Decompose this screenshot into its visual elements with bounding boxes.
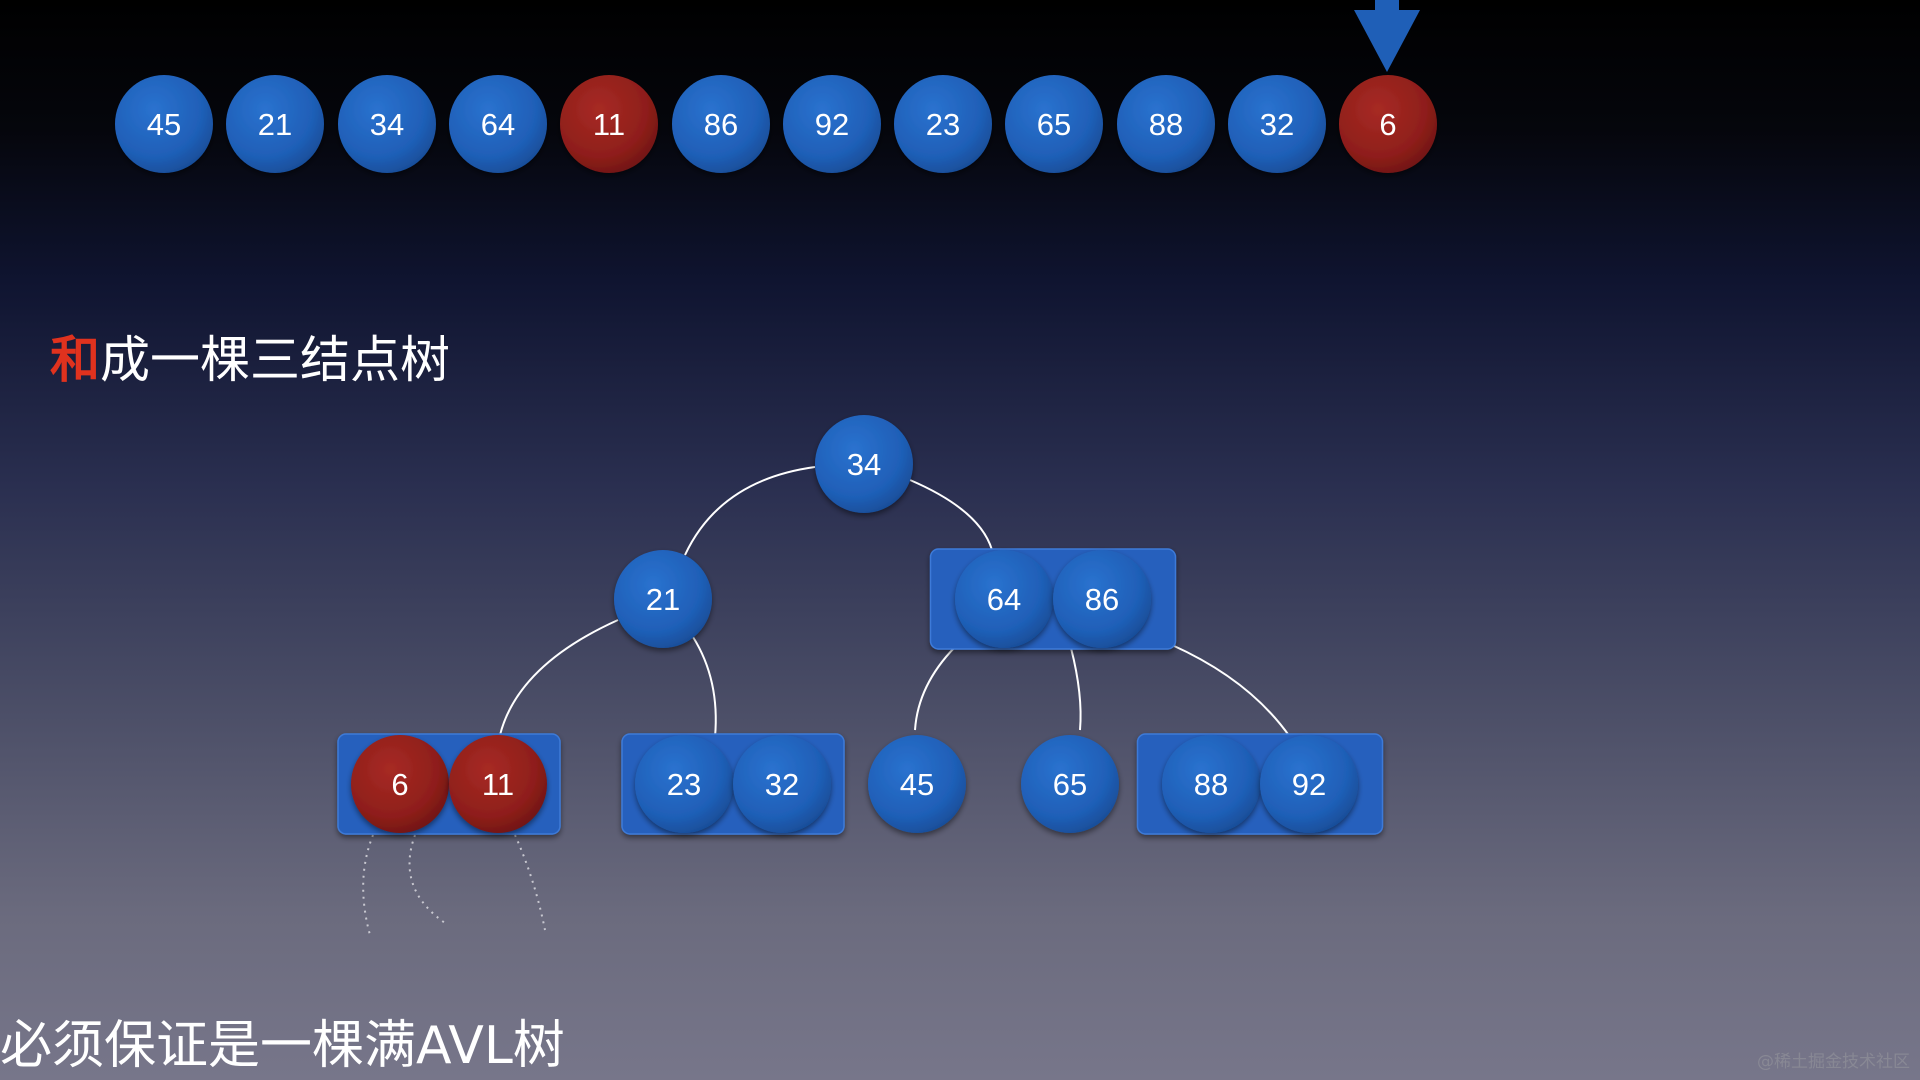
title-rest: 成一棵三结点树 <box>100 331 450 389</box>
tree-key-32: 32 <box>733 735 831 833</box>
node-circle <box>733 735 831 833</box>
node-circle <box>672 75 770 173</box>
node-key: 23 <box>667 767 701 802</box>
node-key: 64 <box>481 107 515 142</box>
node-circle <box>614 550 712 648</box>
node-circle <box>338 75 436 173</box>
node-circle <box>815 415 913 513</box>
node-key: 64 <box>987 582 1021 617</box>
array-cell-65: 65 <box>1005 75 1103 173</box>
node-key: 21 <box>258 107 292 142</box>
page-title: 和成一棵三结点树 <box>50 330 450 390</box>
array-cell-34: 34 <box>338 75 436 173</box>
node-circle <box>894 75 992 173</box>
tree-key-88: 88 <box>1162 735 1260 833</box>
title-highlight: 和 <box>50 331 100 389</box>
node-key: 34 <box>370 107 404 142</box>
tree-node-23-32: 23 32 <box>621 733 845 835</box>
node-key: 86 <box>704 107 738 142</box>
node-key: 92 <box>815 107 849 142</box>
edge-64-86-45 <box>914 646 956 731</box>
node-key: 11 <box>482 767 514 802</box>
array-cell-86: 86 <box>672 75 770 173</box>
node-circle <box>1162 735 1260 833</box>
tree-key-86: 86 <box>1053 550 1151 648</box>
node-circle <box>226 75 324 173</box>
node-key: 21 <box>646 582 680 617</box>
tree-node-65: 65 <box>1021 735 1119 833</box>
node-circle <box>1260 735 1358 833</box>
array-cell-45: 45 <box>115 75 213 173</box>
array-cell-6: 6 <box>1339 75 1437 173</box>
node-key: 45 <box>147 107 181 142</box>
node-key: 88 <box>1149 107 1183 142</box>
node-circle <box>351 735 449 833</box>
node-key: 88 <box>1194 767 1228 802</box>
node-circle <box>868 735 966 833</box>
watermark: @稀土掘金技术社区 <box>1757 1052 1910 1072</box>
array-cell-64: 64 <box>449 75 547 173</box>
edge-root-64-86 <box>909 479 993 551</box>
array-cell-88: 88 <box>1117 75 1215 173</box>
node-key: 11 <box>593 107 625 142</box>
node-circle <box>1053 550 1151 648</box>
array-cell-21: 21 <box>226 75 324 173</box>
tree-root: 34 <box>815 415 913 513</box>
tree-key-11: 11 <box>449 735 547 833</box>
array-cell-11: 11 <box>560 75 658 173</box>
node-key: 34 <box>847 447 881 482</box>
tree-edges <box>499 466 1291 738</box>
edge-21-6-11 <box>499 619 619 736</box>
tree-nodes: 34 21 64 86 6 11 23 32 45 65 88 92 <box>337 415 1384 835</box>
node-circle <box>1339 75 1437 173</box>
node-circle <box>449 75 547 173</box>
tree-node-64-86: 64 86 <box>929 548 1177 650</box>
node-circle <box>1228 75 1326 173</box>
edge-64-86-65 <box>1070 647 1082 731</box>
edge-64-86-88-92 <box>1171 644 1291 738</box>
node-circle <box>635 735 733 833</box>
node-circle <box>1117 75 1215 173</box>
node-key: 6 <box>1379 107 1396 142</box>
node-key: 65 <box>1037 107 1071 142</box>
node-circle <box>560 75 658 173</box>
node-key: 65 <box>1053 767 1087 802</box>
tree-key-64: 64 <box>955 550 1053 648</box>
tree-key-92: 92 <box>1260 735 1358 833</box>
node-key: 86 <box>1085 582 1119 617</box>
array-cell-92: 92 <box>783 75 881 173</box>
node-circle <box>955 550 1053 648</box>
footer-caption: 必须保证是一棵满AVL树 <box>0 1016 565 1076</box>
array-cell-32: 32 <box>1228 75 1326 173</box>
node-circle <box>1005 75 1103 173</box>
node-key: 32 <box>765 767 799 802</box>
node-key: 6 <box>391 767 408 802</box>
array-row: 45 21 34 64 11 86 92 23 65 88 32 6 <box>115 75 1437 173</box>
tree-node-88-92: 88 92 <box>1136 733 1384 835</box>
down-arrow-icon <box>1354 0 1420 72</box>
tree-node-45: 45 <box>868 735 966 833</box>
node-key: 92 <box>1292 767 1326 802</box>
node-key: 45 <box>900 767 934 802</box>
tree-key-6: 6 <box>351 735 449 833</box>
edge-root-21 <box>684 466 816 556</box>
node-key: 23 <box>926 107 960 142</box>
array-cell-23: 23 <box>894 75 992 173</box>
tree-key-23: 23 <box>635 735 733 833</box>
node-circle <box>1021 735 1119 833</box>
edge-21-23-32 <box>692 636 717 738</box>
tree-node-21: 21 <box>614 550 712 648</box>
dotted-child-lines <box>362 834 546 936</box>
node-circle <box>115 75 213 173</box>
node-circle <box>449 735 547 833</box>
node-circle <box>783 75 881 173</box>
node-key: 32 <box>1260 107 1294 142</box>
tree-node-6-11: 6 11 <box>337 733 561 835</box>
